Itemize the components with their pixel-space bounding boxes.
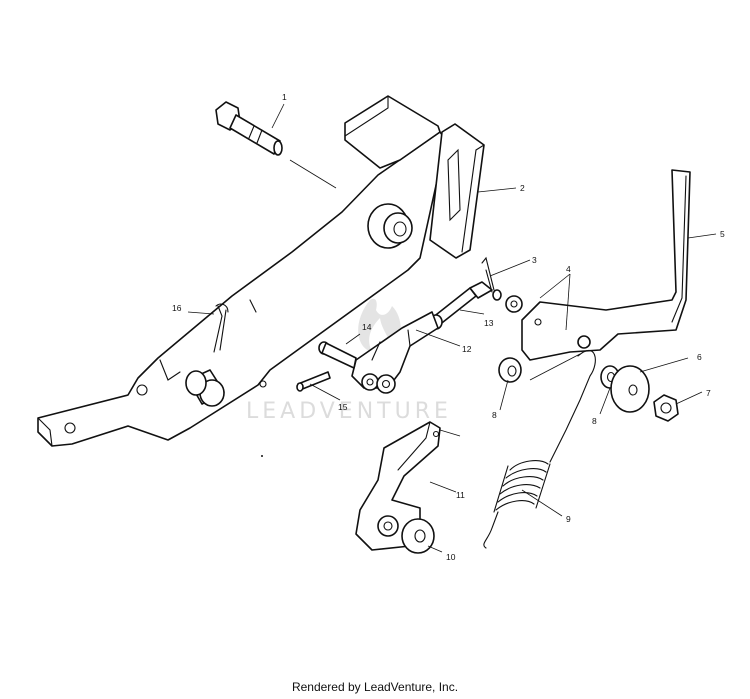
callout-10: 10 (446, 552, 456, 562)
callout-7: 7 (706, 388, 711, 398)
hex-nut-7 (653, 394, 679, 422)
callout-13: 13 (484, 318, 494, 328)
callouts: 1 2 3 4 5 6 7 8 8 9 10 11 12 13 14 15 16 (172, 92, 725, 562)
callout-4: 4 (566, 264, 571, 274)
pin-15 (296, 371, 331, 392)
spacer-8a (498, 357, 522, 383)
leader-lines (187, 103, 717, 553)
cotter-pin-16 (213, 303, 229, 353)
callout-15: 15 (338, 402, 348, 412)
watermark-text: LEADVENTURE (246, 399, 452, 424)
main-bracket (37, 95, 485, 447)
callout-12: 12 (462, 344, 472, 354)
washer-10 (401, 518, 435, 554)
callout-3: 3 (532, 255, 537, 265)
callout-2: 2 (520, 183, 525, 193)
clevis-pin-14 (318, 341, 357, 369)
callout-1: 1 (282, 92, 287, 102)
callout-14: 14 (362, 322, 372, 332)
lever-arm-5 (521, 169, 691, 361)
rod-13 (429, 281, 493, 330)
callout-8-left: 8 (492, 410, 497, 420)
callout-8-right: 8 (592, 416, 597, 426)
clevis-12 (351, 311, 439, 394)
footer-credit: Rendered by LeadVenture, Inc. (291, 680, 459, 694)
callout-6: 6 (697, 352, 702, 362)
callout-16: 16 (172, 303, 182, 313)
pin-3 (481, 256, 502, 301)
spring-9 (483, 349, 596, 549)
callout-5: 5 (720, 229, 725, 239)
callout-11: 11 (456, 490, 465, 500)
washer-6 (610, 365, 650, 413)
bolt (215, 101, 283, 156)
callout-9: 9 (566, 514, 571, 524)
